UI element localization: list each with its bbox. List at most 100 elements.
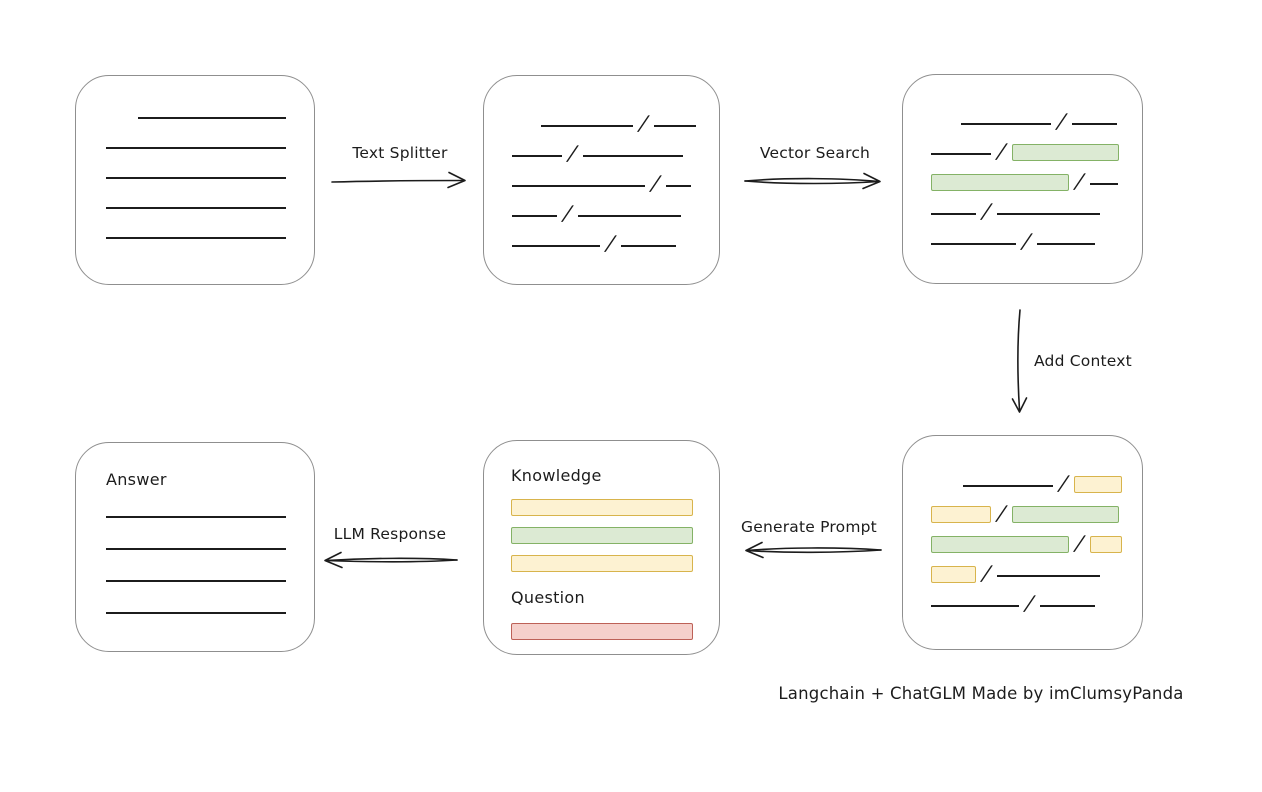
diagram-row (138, 94, 314, 124)
slash-separator: / (1073, 169, 1085, 193)
diagram-row: / (931, 552, 1142, 585)
diagram-row (106, 587, 314, 619)
diagram-row (106, 214, 314, 244)
diagram-row: / (541, 102, 719, 135)
green-highlight-chip (931, 536, 1069, 553)
diagram-row (106, 555, 314, 587)
diagram-row: Knowledge (511, 451, 719, 487)
text-splitter-label: Text Splitter (352, 144, 448, 162)
diagram-row (511, 487, 719, 516)
diagram-row: / (931, 160, 1142, 193)
diagram-row: / (931, 130, 1142, 163)
matched-chunks-node: / / / / / (902, 74, 1143, 284)
yellow-highlight-chip (1073, 476, 1122, 493)
diagram-row (511, 609, 719, 640)
diagram-row (106, 523, 314, 555)
text-line (106, 147, 286, 149)
diagram-row: / (931, 492, 1142, 525)
green-highlight-chip (931, 174, 1069, 191)
diagram-row (106, 491, 314, 523)
slash-separator: / (1023, 591, 1035, 615)
slash-separator: / (980, 199, 992, 223)
generate-prompt-label: Generate Prompt (741, 518, 877, 536)
add-context-label: Add Context (1034, 352, 1132, 370)
node-label: Knowledge (511, 466, 602, 485)
text-line (512, 155, 562, 157)
text-splitter-arrow-icon (331, 171, 466, 189)
diagram-row: / (931, 582, 1142, 615)
llm-response-arrow-icon (324, 551, 458, 569)
text-line (138, 117, 286, 119)
llm-response-label: LLM Response (333, 525, 447, 543)
text-line (620, 245, 676, 247)
red-highlight-chip (511, 623, 693, 640)
green-highlight-chip (511, 527, 693, 544)
text-line (577, 215, 681, 217)
diagram-row: / (961, 100, 1142, 133)
text-line (106, 580, 286, 582)
diagram-row (511, 543, 719, 572)
text-line (996, 213, 1100, 215)
diagram-row: / (931, 190, 1142, 223)
text-line (541, 125, 633, 127)
source-document-node (75, 75, 315, 285)
yellow-highlight-chip (511, 499, 693, 516)
diagram-row: / (512, 192, 719, 225)
text-line (582, 155, 683, 157)
answer-node: Answer (75, 442, 315, 652)
text-line (512, 185, 645, 187)
text-line (106, 516, 286, 518)
node-label: Question (511, 588, 585, 607)
slash-separator: / (1057, 471, 1069, 495)
diagram-row: Question (511, 571, 719, 609)
slash-separator: / (1020, 229, 1032, 253)
slash-separator: / (637, 111, 649, 135)
diagram-row (511, 515, 719, 544)
add-context-arrow-icon (1011, 309, 1028, 413)
yellow-highlight-chip (1089, 536, 1122, 553)
diagram-row: / (931, 220, 1142, 253)
text-line (1039, 605, 1095, 607)
diagram-row: / (963, 462, 1142, 495)
text-line (512, 245, 600, 247)
vector-search-arrow-icon (744, 172, 881, 190)
yellow-highlight-chip (511, 555, 693, 572)
green-highlight-chip (1011, 506, 1119, 523)
slash-separator: / (1073, 531, 1085, 555)
text-line (653, 125, 696, 127)
text-line (106, 612, 286, 614)
text-line (931, 213, 976, 215)
slash-separator: / (1055, 109, 1067, 133)
text-line (996, 575, 1100, 577)
node-label: Answer (106, 470, 167, 489)
text-line (106, 548, 286, 550)
context-chunks-node: / / / / / (902, 435, 1143, 650)
yellow-highlight-chip (931, 566, 976, 583)
text-line (512, 215, 557, 217)
diagram-caption: Langchain + ChatGLM Made by imClumsyPand… (778, 684, 1184, 703)
slash-separator: / (995, 139, 1007, 163)
text-line (106, 207, 286, 209)
text-line (931, 243, 1016, 245)
text-line (1036, 243, 1095, 245)
slash-separator: / (566, 141, 578, 165)
text-line (665, 185, 691, 187)
text-line (931, 605, 1019, 607)
diagram-row: / (512, 162, 719, 195)
diagram-row: / (512, 132, 719, 165)
split-chunks-node: ///// (483, 75, 720, 285)
slash-separator: / (980, 561, 992, 585)
diagram-row: / (512, 222, 719, 255)
text-line (931, 153, 991, 155)
slash-separator: / (649, 171, 661, 195)
diagram-row: / (931, 522, 1142, 555)
green-highlight-chip (1011, 144, 1119, 161)
text-line (1071, 123, 1117, 125)
slash-separator: / (995, 501, 1007, 525)
text-line (106, 237, 286, 239)
diagram-row (106, 124, 314, 154)
text-line (106, 177, 286, 179)
diagram-row (106, 154, 314, 184)
diagram-row (106, 184, 314, 214)
